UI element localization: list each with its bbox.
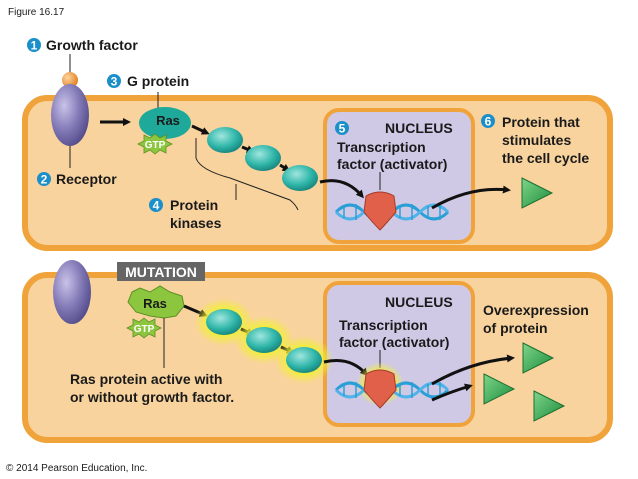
ras-note-line1: Ras protein active with — [70, 371, 222, 387]
kinase-bottom-2 — [246, 327, 282, 353]
step-badge-2 — [37, 172, 51, 186]
g-protein-label: G protein — [127, 73, 189, 89]
protein-kinases-label-line2: kinases — [170, 215, 222, 231]
kinase-top-1 — [207, 127, 243, 153]
growth-factor-ball — [62, 72, 78, 88]
gtp-badge-top — [137, 133, 173, 155]
overexpression-label-line1: Overexpression — [483, 302, 589, 318]
step-badge-3-number: 3 — [111, 75, 118, 89]
ras-note-line2: or without growth factor. — [70, 389, 234, 405]
transcription-activator-bottom — [363, 369, 397, 409]
gtp-badge-bottom — [126, 317, 162, 339]
step-badge-4-number: 4 — [153, 199, 160, 213]
transcription-factor-top-line1: Transcription — [337, 139, 426, 155]
protein-kinases-label-line1: Protein — [170, 197, 218, 213]
ras-label-bottom: Ras — [143, 296, 167, 311]
arrow-ras-to-kinase1 — [191, 124, 210, 135]
kinase-bracket — [195, 138, 299, 211]
growth-factor-label: Growth factor — [46, 37, 138, 53]
step4-protein-kinases: 4 Protein kinases — [149, 197, 222, 231]
step1-growth-factor: 1 Growth factor — [27, 37, 138, 53]
step-badge-5 — [335, 121, 349, 135]
step-badge-4 — [149, 198, 163, 212]
arrow-kinase2-to-kinase3 — [279, 163, 291, 172]
protein-stimulates-line1: Protein that — [502, 114, 580, 130]
step3-g-protein: 3 G protein — [107, 73, 189, 89]
receptor-top — [51, 84, 89, 146]
arrow-nucleus-to-protein-bottom-2 — [431, 383, 473, 402]
transcription-factor-bottom-line1: Transcription — [339, 317, 428, 333]
nucleus-label-bottom: NUCLEUS — [385, 294, 453, 310]
gtp-label-bottom: GTP — [134, 324, 155, 335]
overexpressed-protein-1 — [522, 342, 555, 374]
arrow-kinase-to-activator-top — [319, 179, 364, 199]
receptor-label: Receptor — [56, 171, 117, 187]
ras-label-top: Ras — [156, 113, 180, 128]
overexpressed-protein-2 — [483, 373, 516, 405]
kinase-top-3 — [282, 165, 318, 191]
transcription-factor-bottom-line2: factor (activator) — [339, 334, 449, 350]
copyright-label: © 2014 Pearson Education, Inc. — [6, 463, 147, 474]
nucleus-label-top: NUCLEUS — [385, 120, 453, 136]
kinase-top-2 — [245, 145, 281, 171]
kinase-cascade-bottom — [183, 298, 334, 384]
ras-protein-top — [139, 107, 191, 139]
step-badge-1-number: 1 — [31, 39, 38, 53]
gtp-label-top: GTP — [145, 140, 166, 151]
step-badge-2-number: 2 — [41, 173, 48, 187]
mutation-label: MUTATION — [125, 264, 197, 280]
step-badge-6 — [481, 114, 495, 128]
step-badge-1 — [27, 38, 41, 52]
receptor-bottom — [53, 260, 91, 324]
protein-stimulates-line3: the cell cycle — [502, 150, 589, 166]
kinase-bottom-3 — [286, 347, 322, 373]
arrow-nucleus-to-protein-bottom-1 — [431, 354, 515, 386]
kinase-bottom-1 — [206, 309, 242, 335]
step-badge-5-number: 5 — [339, 122, 346, 136]
step-badge-3 — [107, 74, 121, 88]
overexpression-label-line2: of protein — [483, 320, 548, 336]
kinase-cascade-top — [191, 124, 318, 191]
arrow-nucleus-to-protein-top — [431, 185, 511, 210]
protein-stimulates-line2: stimulates — [502, 132, 571, 148]
transcription-activator-top — [363, 191, 397, 231]
overexpressed-protein-3 — [533, 390, 566, 422]
step2-receptor: 2 Receptor — [37, 171, 117, 187]
step6-protein-label: 6 Protein that stimulates the cell cycle — [481, 114, 589, 166]
step-badge-6-number: 6 — [485, 115, 492, 129]
transcription-factor-top-line2: factor (activator) — [337, 156, 447, 172]
figure-label: Figure 16.17 — [8, 7, 65, 18]
cell-cycle-protein-top — [521, 177, 554, 209]
mutation-badge — [117, 262, 205, 281]
